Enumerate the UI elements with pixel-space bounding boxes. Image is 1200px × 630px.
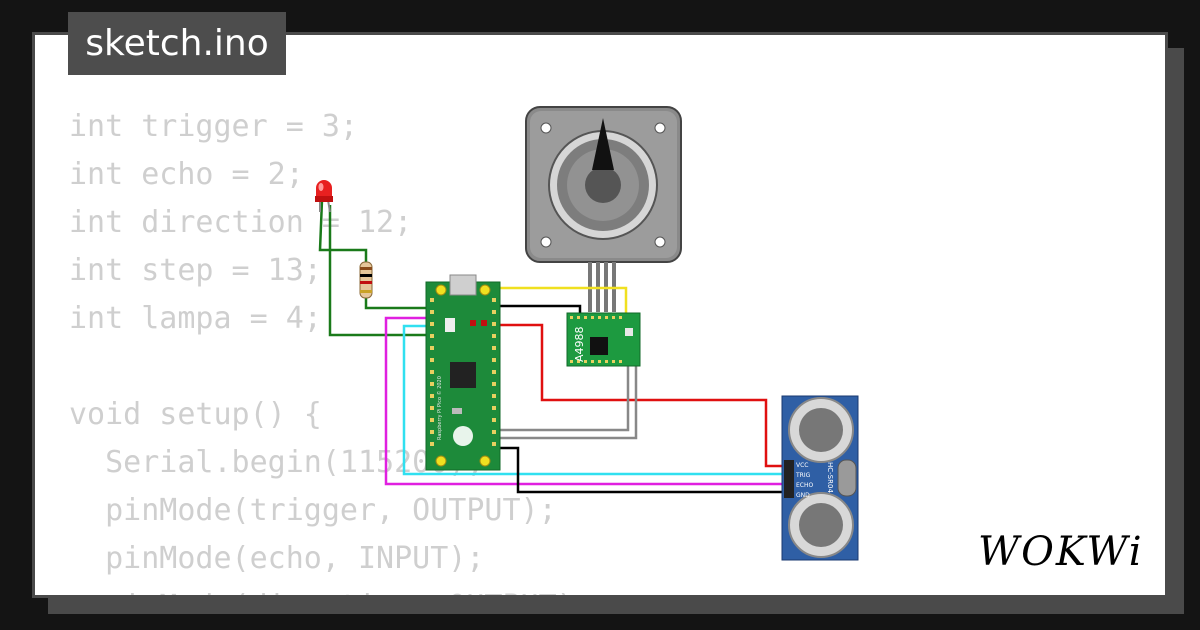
dir-wire <box>492 366 638 440</box>
code-line: void setup() { <box>69 397 322 432</box>
resistor[interactable] <box>359 261 373 299</box>
resistor-wire <box>364 298 428 310</box>
echo-wire <box>402 324 784 476</box>
code-line: int direction = 12; <box>69 205 413 240</box>
code-line: pinMode(trigger, OUTPUT); <box>69 493 557 528</box>
driver-label: A4988 <box>573 326 586 362</box>
sensor-pin-gnd: GND <box>796 492 810 499</box>
led-wire <box>318 199 368 262</box>
code-line: pinMode(echo, INPUT); <box>69 541 485 576</box>
code-background: int trigger = 3; int echo = 2; int directi… <box>69 103 593 595</box>
vcc-wire <box>492 323 784 468</box>
file-tab[interactable]: sketch.ino <box>68 12 286 75</box>
ultrasonic-sensor[interactable]: VCC TRIG ECHO GND HC-SR04 <box>781 395 859 561</box>
power-wire <box>492 286 628 316</box>
code-line: int trigger = 3; <box>69 109 358 144</box>
code-line: pinMode(direction, OUTPUT); <box>69 583 593 595</box>
code-line: int lampa = 4; <box>69 301 322 336</box>
code-line: int step = 13; <box>69 253 322 288</box>
step-wire <box>492 366 630 432</box>
a4988-driver[interactable]: A4988 <box>566 312 641 367</box>
raspberry-pi-pico[interactable]: Raspberry Pi Pico © 2020 <box>425 274 501 471</box>
wires <box>318 199 784 494</box>
trig-wire <box>384 316 784 486</box>
wokwi-logo[interactable]: WOKWi <box>978 529 1144 575</box>
code-line: int echo = 2; <box>69 157 304 192</box>
led-ground-wire <box>328 205 428 337</box>
sensor-ground-wire <box>492 446 784 494</box>
raspberry-logo-icon <box>453 426 473 446</box>
sensor-pin-vcc: VCC <box>796 462 808 469</box>
sensor-pin-trig: TRIG <box>795 472 811 479</box>
sensor-pin-echo: ECHO <box>796 482 813 489</box>
stepper-motor[interactable] <box>525 106 682 312</box>
sensor-model-label: HC-SR04 <box>826 462 834 493</box>
pico-silkscreen: Raspberry Pi Pico © 2020 <box>436 376 443 440</box>
motor-shaft-pointer <box>592 118 614 170</box>
red-led[interactable] <box>315 180 333 213</box>
